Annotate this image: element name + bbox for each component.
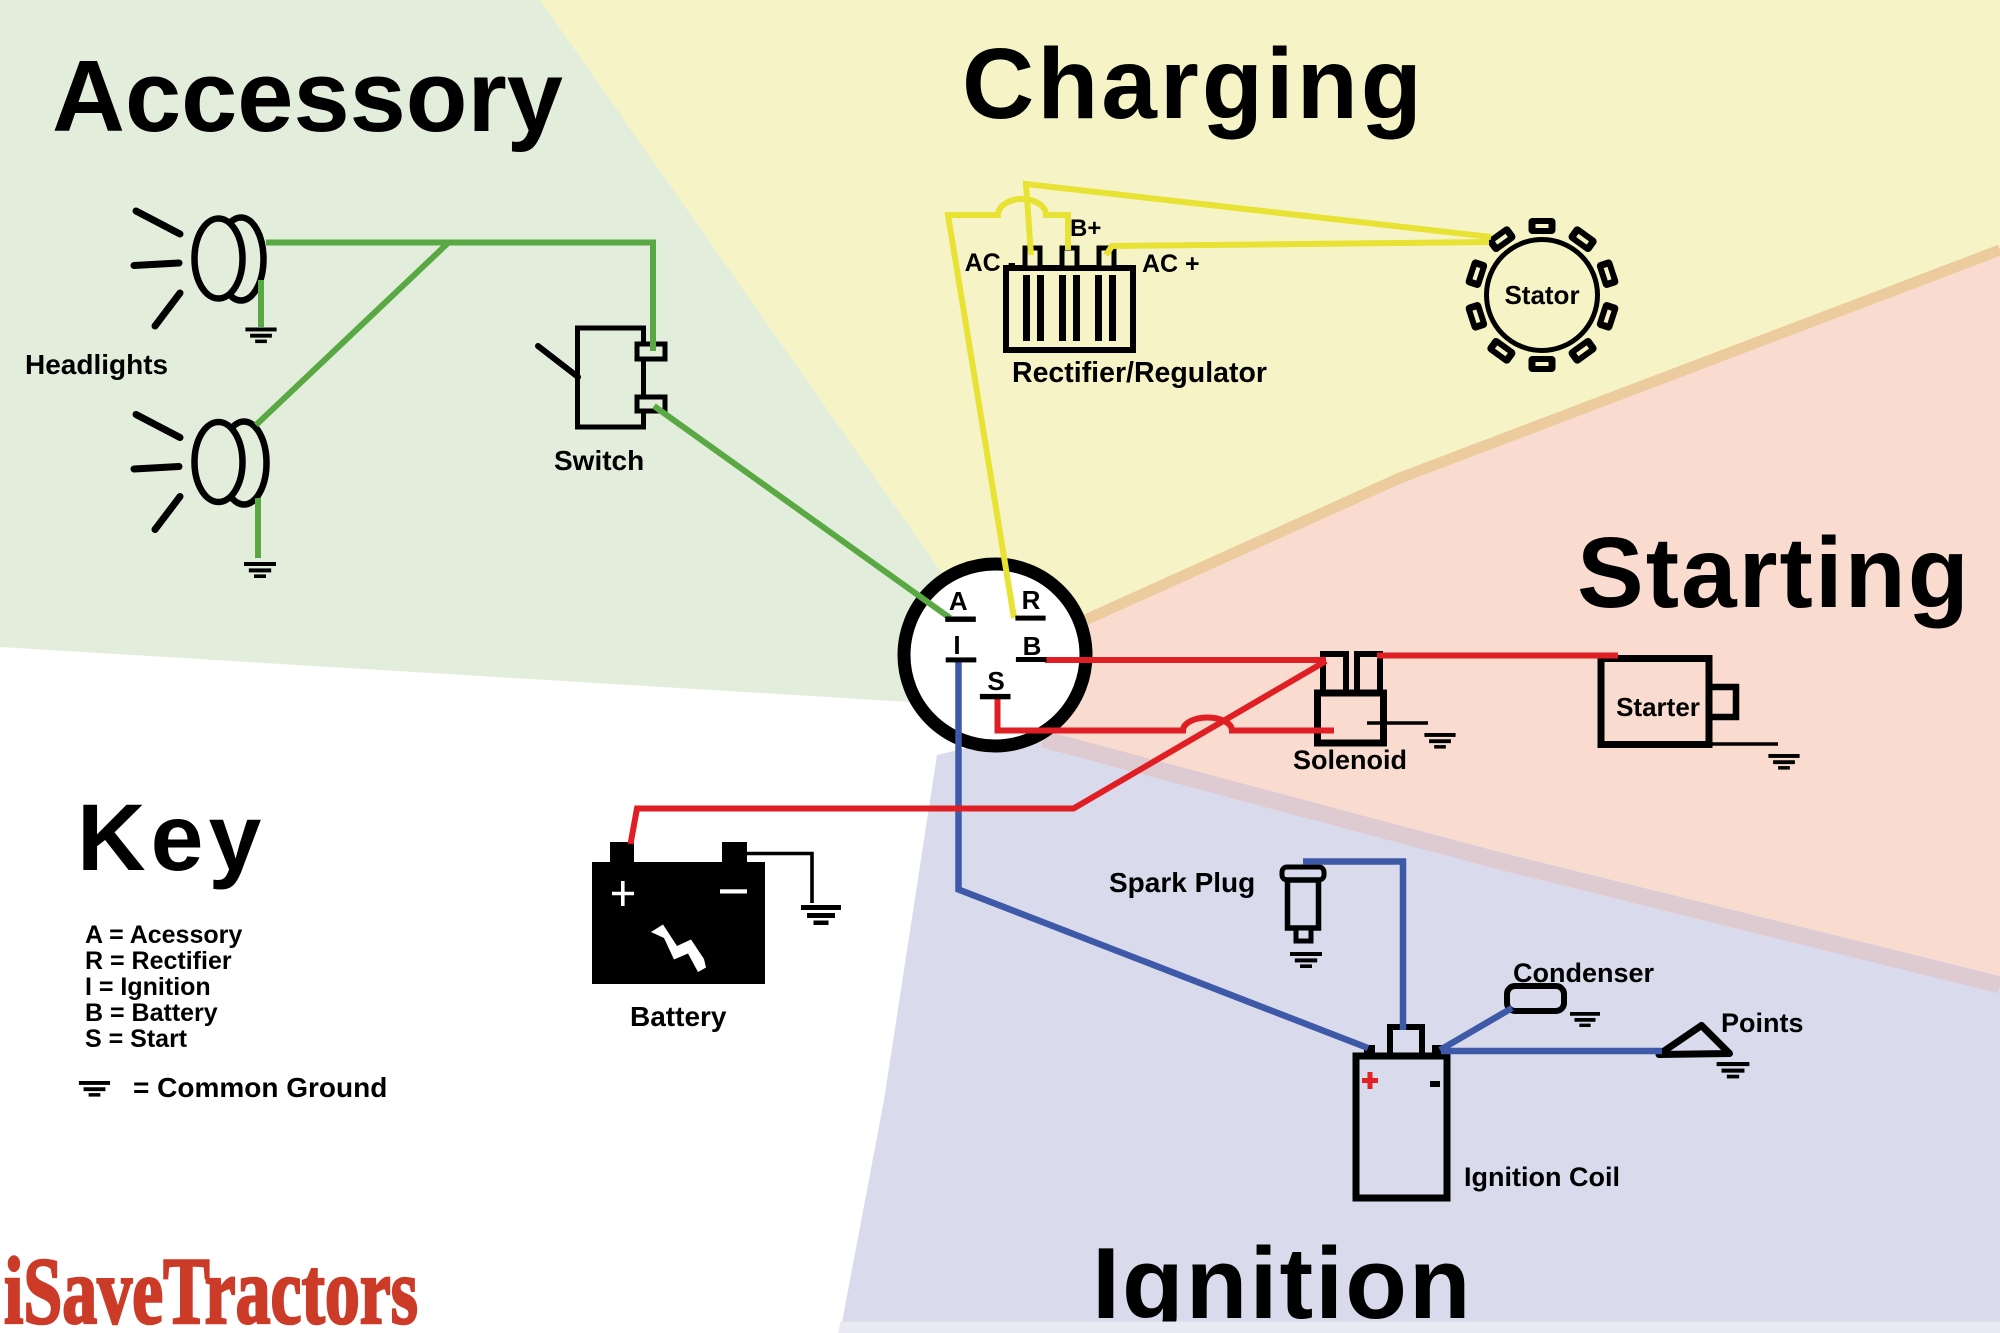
svg-text:Charging: Charging — [962, 28, 1425, 140]
svg-text:Ignition Coil: Ignition Coil — [1464, 1162, 1620, 1192]
svg-text:= Common Ground: = Common Ground — [133, 1072, 387, 1103]
svg-text:Stator: Stator — [1504, 280, 1579, 310]
svg-text:S: S — [987, 666, 1004, 696]
svg-text:Solenoid: Solenoid — [1293, 745, 1407, 775]
svg-text:Headlights: Headlights — [25, 349, 168, 380]
svg-text:Starting: Starting — [1577, 517, 1971, 629]
svg-text:Accessory: Accessory — [52, 41, 563, 153]
svg-text:S = Start: S = Start — [85, 1025, 188, 1053]
svg-text:Starter: Starter — [1616, 692, 1700, 722]
svg-text:A = Acessory: A = Acessory — [85, 921, 242, 949]
svg-text:Switch: Switch — [554, 445, 644, 476]
svg-text:Key: Key — [77, 785, 266, 891]
svg-text:R: R — [1022, 585, 1041, 615]
svg-text:B: B — [1023, 631, 1042, 661]
svg-text:AC +: AC + — [1142, 250, 1200, 278]
svg-text:iSaveTractors: iSaveTractors — [4, 1238, 418, 1333]
svg-text:Points: Points — [1721, 1008, 1804, 1038]
svg-text:Battery: Battery — [630, 1001, 727, 1032]
svg-text:B+: B+ — [1070, 215, 1101, 242]
svg-text:B = Battery: B = Battery — [85, 999, 218, 1027]
svg-text:Ignition: Ignition — [1092, 1228, 1473, 1333]
svg-text:I = Ignition: I = Ignition — [85, 973, 211, 1001]
svg-text:Rectifier/Regulator: Rectifier/Regulator — [1012, 357, 1267, 389]
svg-text:A: A — [949, 586, 968, 616]
svg-text:Spark Plug: Spark Plug — [1109, 867, 1255, 898]
svg-text:R = Rectifier: R = Rectifier — [85, 947, 232, 975]
svg-text:I: I — [953, 630, 960, 660]
